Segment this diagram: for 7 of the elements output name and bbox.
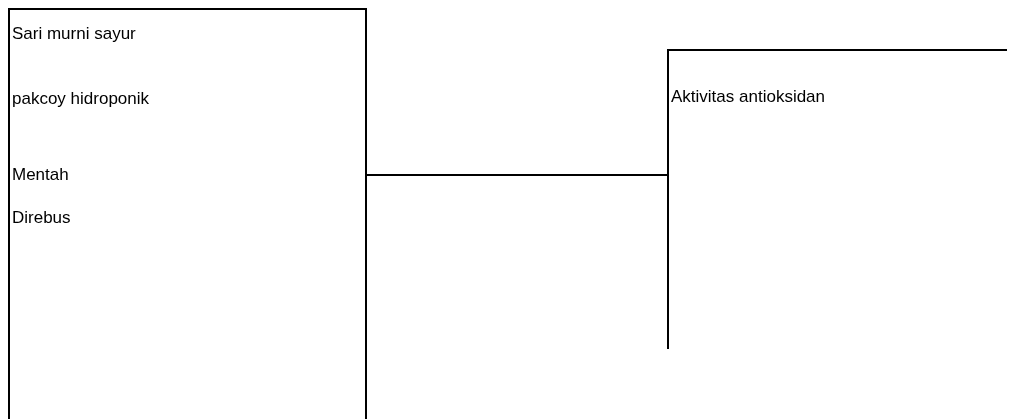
result-box [667, 49, 1007, 349]
node-label: Aktivitas antioksidan [671, 86, 826, 108]
connector-line [366, 174, 668, 176]
node-label: Mentah [12, 164, 69, 186]
node-label: Sari murni sayur pakcoy hidroponik [12, 23, 151, 110]
node-label: Direbus [12, 207, 71, 229]
category-box [8, 8, 367, 419]
